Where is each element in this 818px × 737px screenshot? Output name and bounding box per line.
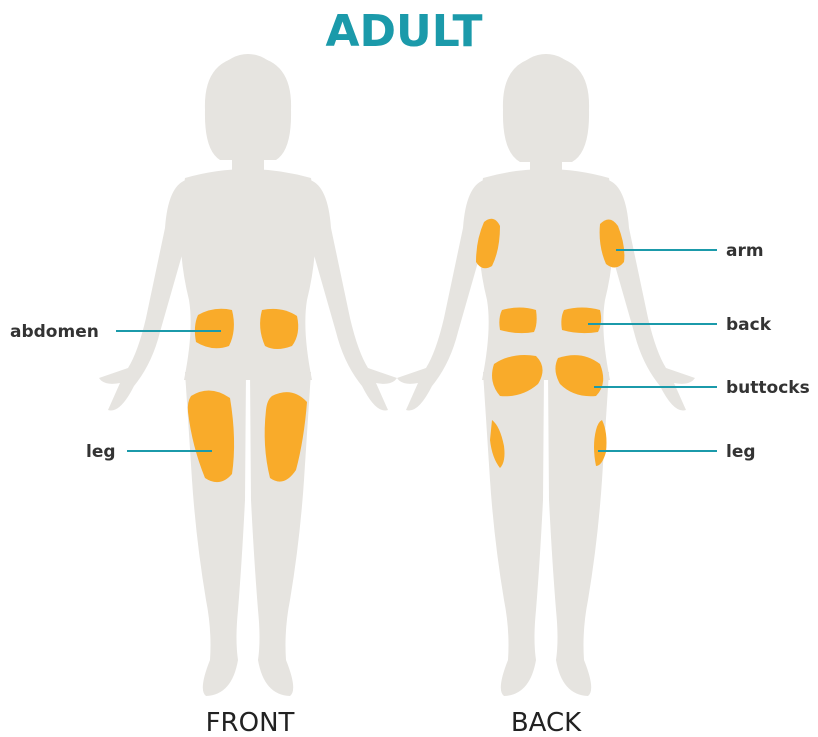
buttocks-label: buttocks	[726, 378, 810, 398]
back-label: back	[726, 315, 772, 335]
leg-front-label: leg	[86, 442, 116, 462]
back-lower-right-site	[561, 308, 601, 334]
back-lower-left-site	[499, 308, 536, 334]
leg-back-label: leg	[726, 442, 756, 462]
front-view-caption: FRONT	[206, 708, 295, 737]
front-abdomen-right-site	[260, 309, 298, 349]
front-abdomen-left-site	[195, 309, 234, 348]
diagram-title: ADULT	[325, 6, 482, 57]
abdomen-label: abdomen	[10, 322, 99, 342]
back-body-silhouette	[397, 54, 695, 696]
back-view-caption: BACK	[511, 708, 582, 737]
arm-label: arm	[726, 241, 764, 261]
front-body-silhouette	[99, 54, 397, 696]
